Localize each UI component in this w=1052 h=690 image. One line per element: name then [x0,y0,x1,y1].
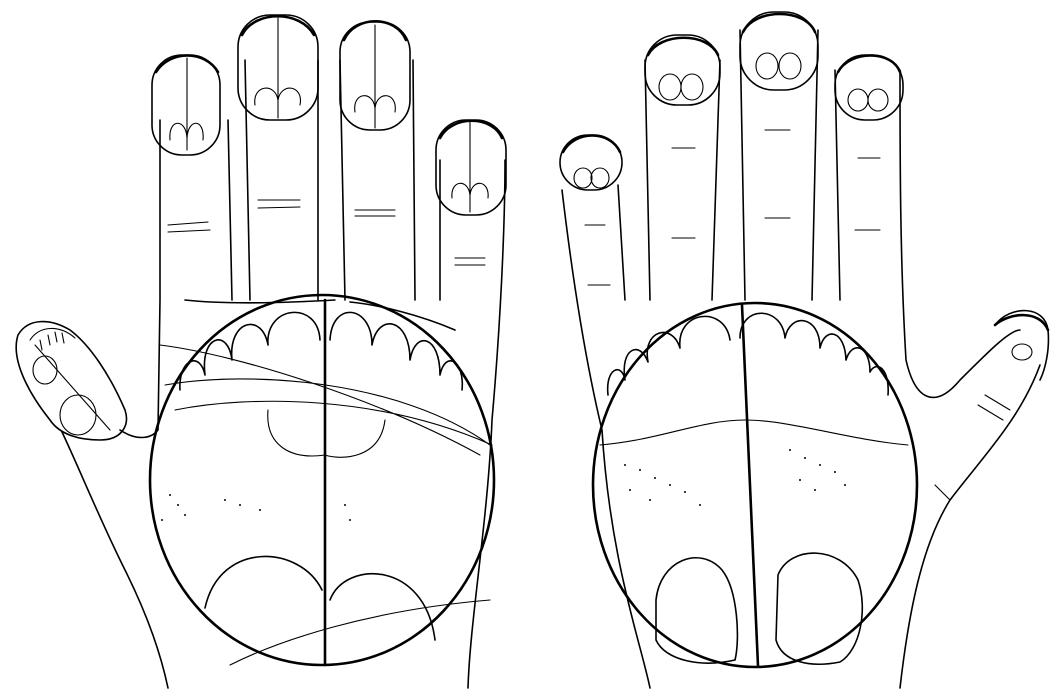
right-index-finger [835,55,903,230]
right-sole-divider [742,305,758,666]
left-middle-finger [340,21,410,216]
left-toes [180,312,462,390]
left-little-finger [152,55,220,232]
left-ring-finger [238,15,318,208]
left-sole-map [150,295,494,665]
left-thumb-pad-2 [33,356,57,384]
right-thumb-pad [1012,344,1032,360]
left-hand [16,15,506,688]
right-middle-finger [740,12,818,218]
right-heel-pad-left [656,558,737,663]
left-heel-left [205,556,435,640]
left-index-finger [436,120,506,265]
right-toes [608,313,889,395]
right-ring-finger [645,35,720,238]
left-thumb-pad [60,395,96,435]
right-little-finger [560,135,622,285]
left-thumb [16,322,126,440]
left-thumb-line [35,345,110,430]
right-toe-line [600,420,908,445]
right-hand [560,12,1048,688]
right-heel-pad-right [776,553,862,664]
left-stipple [161,494,351,521]
right-hand-outline [562,30,1040,688]
right-stipple [624,449,846,506]
right-thumb-marks [935,395,1010,500]
